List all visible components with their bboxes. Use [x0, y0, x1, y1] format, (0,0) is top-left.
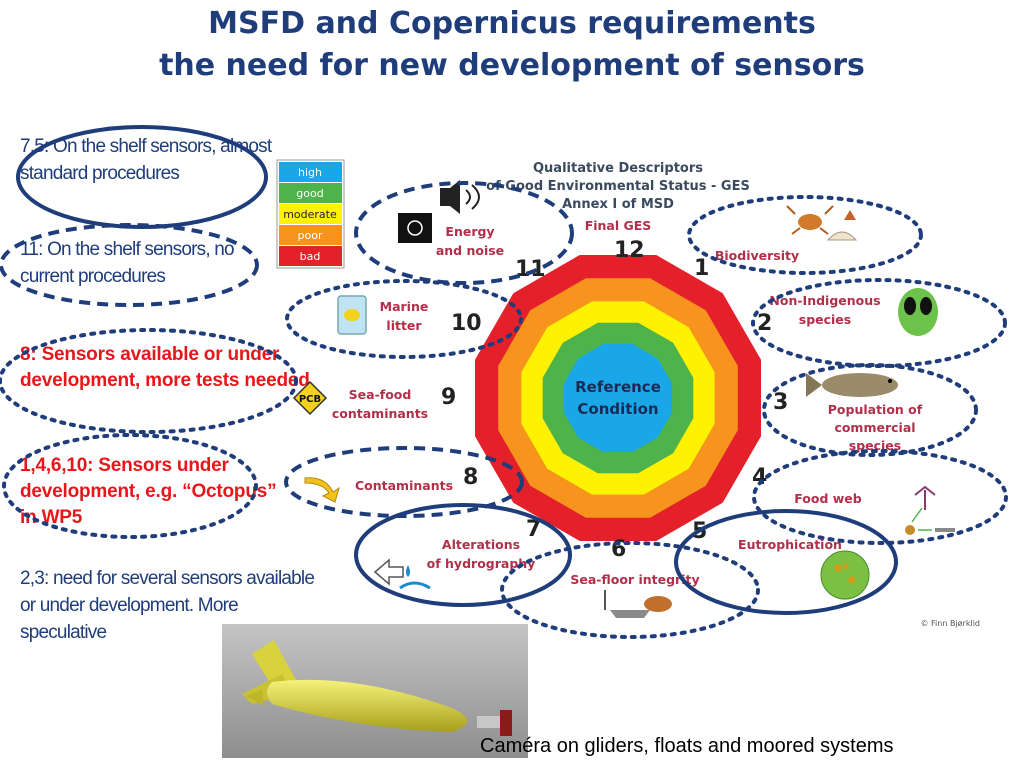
highlight-ellipse-7 [354, 503, 572, 607]
diagram-heading-1: Qualitative Descriptors [533, 161, 703, 176]
descriptor-label-litter-1: Marine [380, 299, 429, 314]
legend-swatch-good [279, 183, 342, 203]
descriptor-label-commercial-1: Population of [828, 402, 923, 417]
credit-text: © Finn Bjørklid [920, 619, 980, 628]
flow-arrows-icon [373, 558, 431, 590]
final-ges-label: Final GES [585, 218, 652, 233]
glider-image [222, 624, 528, 758]
descriptor-label-seafood-2: contaminants [332, 406, 428, 421]
note-sensors-testing: 8: Sensors available or under developmen… [20, 344, 310, 391]
descriptor-label-food-web: Food web [794, 491, 862, 506]
descriptor-label-commercial-2: commercial [834, 420, 915, 435]
descriptor-label-litter-2: litter [386, 318, 422, 333]
descriptor-num-5: 5 [692, 519, 707, 544]
status-legend: high good moderate poor bad [276, 159, 345, 269]
descriptor-num-9: 9 [441, 385, 456, 410]
descriptor-num-8: 8 [463, 465, 478, 490]
descriptor-label-energy-1: Energy [445, 224, 494, 239]
plankton-icon [820, 550, 870, 600]
descriptor-num-7: 7 [526, 517, 541, 542]
descriptor-label-energy-2: and noise [436, 243, 504, 258]
legend-swatch-bad [279, 246, 342, 266]
descriptor-label-seafood-1: Sea-food [349, 387, 412, 402]
litter-bin-icon [337, 295, 367, 335]
center-label-2: Condition [577, 400, 658, 418]
glider-drawing [242, 640, 512, 736]
legend-swatch-poor [279, 225, 342, 245]
descriptor-label-eutrophication: Eutrophication [738, 537, 842, 552]
food-web-icon [905, 485, 955, 535]
legend-moderate: moderate [283, 208, 337, 221]
descriptor-label-hydrography-1: Alterations [442, 537, 520, 552]
title-line-2: the need for new development of sensors [159, 48, 865, 83]
trawler-icon [604, 590, 672, 618]
note-shelf-standard: 7,5: On the shelf sensors, almost standa… [20, 136, 272, 184]
descriptor-num-3: 3 [773, 390, 788, 415]
title-line-1: MSFD and Copernicus requirements [208, 6, 816, 41]
note-shelf-no-procedure: 11: On the shelf sensors, no current pro… [20, 239, 235, 287]
descriptor-label-hydrography-2: of hydrography [427, 556, 536, 571]
legend-high: high [298, 166, 322, 179]
descriptor-num-6: 6 [611, 537, 626, 562]
descriptor-num-4: 4 [752, 465, 767, 490]
highlight-ellipse-5 [674, 509, 898, 615]
ges-dodecagon [475, 255, 761, 541]
glider-caption: Caméra on gliders, floats and moored sys… [480, 735, 894, 757]
descriptor-label-biodiversity: Biodiversity [715, 248, 799, 263]
diagram-heading-3: Annex I of MSD [562, 197, 674, 212]
descriptor-label-non-indigenous-1: Non-Indigenous [769, 293, 880, 308]
legend-poor: poor [298, 229, 323, 242]
center-label-1: Reference [575, 378, 661, 396]
descriptor-num-2: 2 [757, 311, 772, 336]
contaminant-arrow-icon [304, 477, 340, 503]
descriptor-num-1: 1 [694, 256, 709, 281]
legend-swatch-high [279, 162, 342, 182]
descriptor-num-11: 11 [515, 257, 546, 282]
pcb-label: PCB [299, 394, 321, 405]
legend-bad: bad [300, 250, 321, 263]
alien-icon [898, 288, 938, 336]
descriptor-label-contaminants: Contaminants [355, 478, 453, 493]
descriptor-label-sea-floor: Sea-floor integrity [570, 572, 699, 587]
energy-noise-icon [398, 180, 480, 243]
note-speculative: 2,3: need for several sensors available … [20, 568, 315, 643]
legend-good: good [296, 187, 323, 200]
descriptor-num-10: 10 [451, 311, 482, 336]
note-sensors-development: 1,4,6,10: Sensors under development, e.g… [20, 455, 277, 528]
descriptor-label-non-indigenous-2: species [799, 312, 851, 327]
diagram-heading-2: of Good Environmental Status - GES [486, 179, 750, 194]
legend-swatch-moderate [279, 204, 342, 224]
descriptor-num-12: 12 [614, 238, 645, 263]
crab-icon [786, 205, 858, 241]
descriptor-label-commercial-3: species [849, 438, 901, 453]
fish-icon [806, 373, 898, 397]
